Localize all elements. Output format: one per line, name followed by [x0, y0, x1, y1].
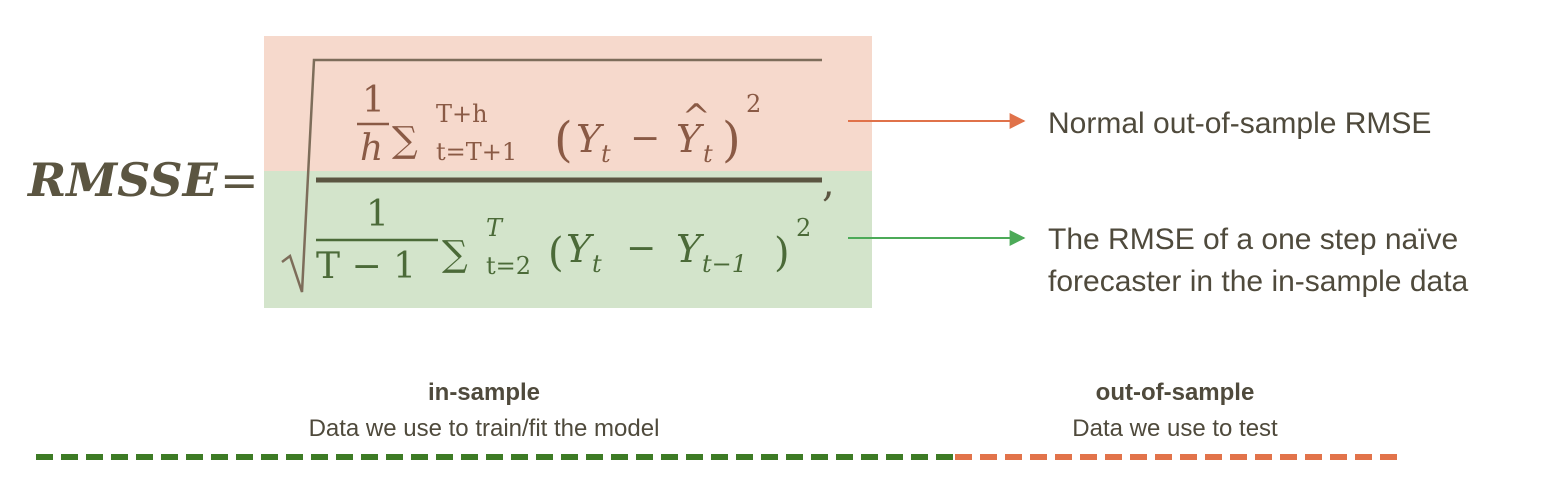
- numerator-minus: −: [630, 118, 660, 159]
- denominator-sum-lower: t=2: [486, 252, 531, 280]
- denominator-sum-upper: T: [486, 214, 504, 242]
- denominator: 1 T − 1 ∑ T t=2 ( Y t − Y t−1 ) 2: [316, 194, 811, 287]
- square-root-sign: [281, 58, 822, 293]
- numerator-y-hat-caret: ^: [682, 97, 711, 137]
- numerator-note: Normal out-of-sample RMSE: [1048, 107, 1431, 140]
- denominator-y: Y: [566, 227, 595, 271]
- in-sample-title: in-sample: [428, 379, 540, 406]
- numerator-y-sub: t: [601, 140, 611, 168]
- denominator-y-sub: t: [592, 250, 602, 278]
- equals-sign: =: [220, 153, 259, 207]
- numerator-one: 1: [362, 80, 385, 121]
- numerator-y-hat: Y: [676, 117, 705, 161]
- denominator-minus: −: [626, 228, 656, 269]
- numerator-square: 2: [746, 90, 761, 118]
- denominator-t-minus-one: T − 1: [316, 246, 416, 287]
- numerator-close-paren: ): [722, 112, 741, 168]
- denominator-square: 2: [796, 214, 811, 242]
- denominator-y-prev-sub: t−1: [702, 250, 747, 278]
- denominator-y-prev: Y: [676, 227, 705, 271]
- numerator-sum-upper: T+h: [436, 100, 488, 128]
- out-of-sample-description: Data we use to test: [1072, 415, 1278, 442]
- trailing-comma: ,: [822, 160, 835, 206]
- denominator-one: 1: [366, 194, 389, 235]
- denominator-open-paren: (: [548, 230, 564, 276]
- numerator-highlight: [264, 36, 872, 171]
- numerator-sigma: ∑: [392, 120, 418, 161]
- numerator: 1 h ∑ T+h t=T+1 ( Y t − ^ Y t ) 2: [357, 80, 761, 169]
- out-of-sample-title: out-of-sample: [1096, 379, 1255, 406]
- rmsse-symbol: RMSSE: [26, 153, 219, 207]
- denominator-note-line2: forecaster in the in-sample data: [1048, 265, 1469, 298]
- numerator-h: h: [360, 128, 383, 169]
- denominator-close-paren: ): [774, 230, 790, 276]
- numerator-y: Y: [576, 117, 605, 161]
- in-sample-description: Data we use to train/fit the model: [309, 415, 660, 442]
- denominator-note-line1: The RMSE of a one step naïve: [1048, 223, 1458, 256]
- numerator-open-paren: (: [554, 112, 573, 168]
- numerator-sum-lower: t=T+1: [436, 138, 517, 166]
- numerator-y-hat-sub: t: [703, 140, 713, 168]
- denominator-sigma: ∑: [442, 234, 468, 275]
